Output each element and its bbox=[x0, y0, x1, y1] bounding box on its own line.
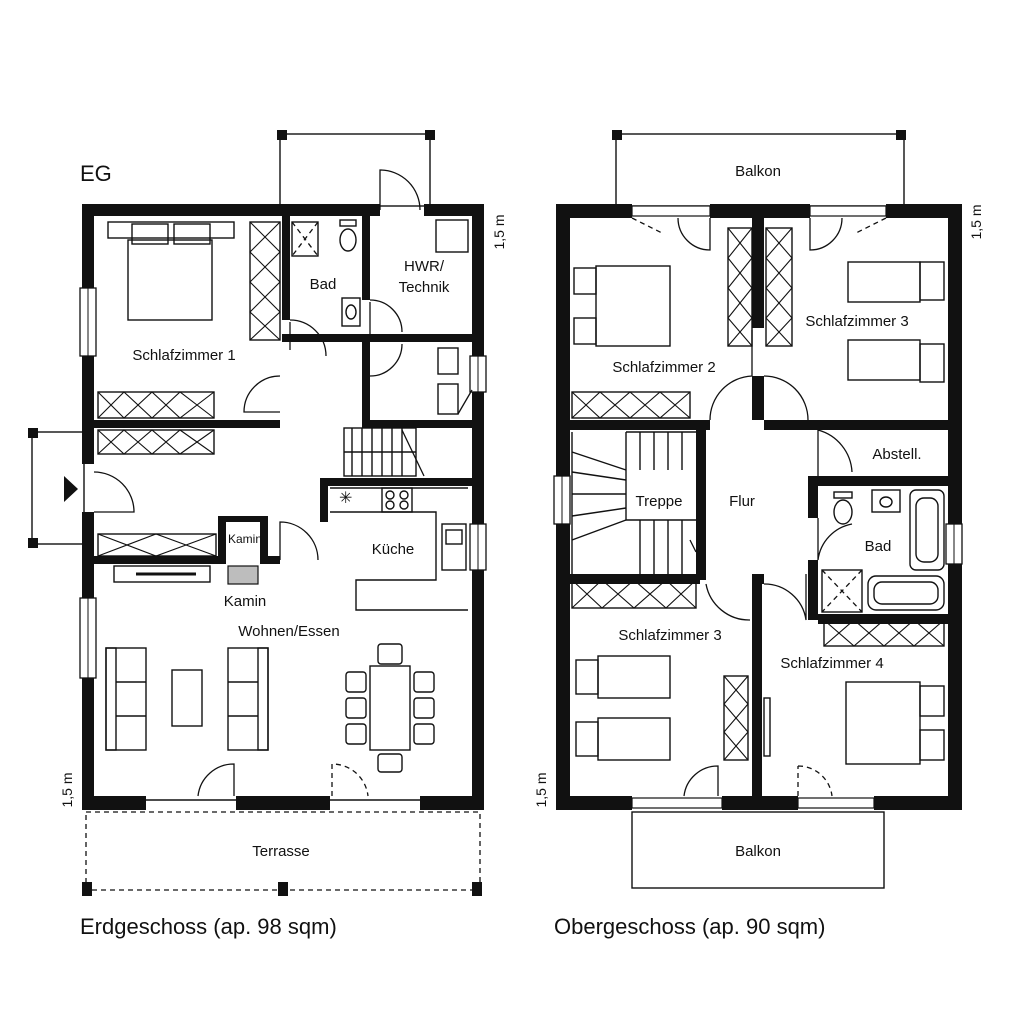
room-label-utility-line1: HWR/ bbox=[404, 258, 445, 275]
eg-entrance-porch bbox=[31, 431, 85, 545]
upper-floor-plan: 1,5 m 1,5 m Balkon Schlafzimmer 2 Schlaf… bbox=[533, 130, 984, 939]
og-dimension-bottom: 1,5 m bbox=[533, 772, 549, 807]
room-label-storage: Abstell. bbox=[872, 446, 921, 463]
eg-dimension-top: 1,5 m bbox=[491, 214, 507, 249]
room-label-bedroom-3-top: Schlafzimmer 3 bbox=[805, 313, 908, 330]
room-label-kitchen: Küche bbox=[372, 541, 415, 558]
room-label-living: Wohnen/Essen bbox=[238, 623, 339, 640]
eg-dimension-bottom: 1,5 m bbox=[59, 772, 75, 807]
stove-star-icon: ✳ bbox=[339, 490, 352, 507]
room-label-terrace: Terrasse bbox=[252, 843, 310, 860]
fireplace-icon bbox=[227, 565, 259, 585]
og-dimension-top: 1,5 m bbox=[968, 204, 984, 239]
room-label-eg-bath: Bad bbox=[310, 276, 337, 293]
room-label-hall: Flur bbox=[729, 493, 755, 510]
room-label-balcony-top: Balkon bbox=[735, 163, 781, 180]
room-label-stairs: Treppe bbox=[636, 493, 683, 510]
fireplace-box-label: Kamin bbox=[228, 532, 262, 546]
room-label-bedroom-2: Schlafzimmer 2 bbox=[612, 359, 715, 376]
ground-floor-plan: ✳ bbox=[28, 130, 507, 939]
fireplace-label: Kamin bbox=[224, 593, 267, 610]
eg-top-porch-outline bbox=[279, 133, 431, 207]
room-label-bedroom-4: Schlafzimmer 4 bbox=[780, 655, 883, 672]
room-label-bedroom-3-bottom: Schlafzimmer 3 bbox=[618, 627, 721, 644]
upper-floor-caption: Obergeschoss (ap. 90 sqm) bbox=[554, 914, 825, 939]
room-label-bedroom-1: Schlafzimmer 1 bbox=[132, 347, 235, 364]
ground-floor-tag: EG bbox=[80, 161, 112, 186]
room-label-balcony-bottom: Balkon bbox=[735, 843, 781, 860]
room-label-og-bath: Bad bbox=[865, 538, 892, 555]
room-label-utility-line2: Technik bbox=[399, 279, 450, 296]
og-bottom-balcony-outline bbox=[631, 811, 885, 889]
entrance-arrow-icon bbox=[64, 476, 78, 502]
ground-floor-caption: Erdgeschoss (ap. 98 sqm) bbox=[80, 914, 337, 939]
